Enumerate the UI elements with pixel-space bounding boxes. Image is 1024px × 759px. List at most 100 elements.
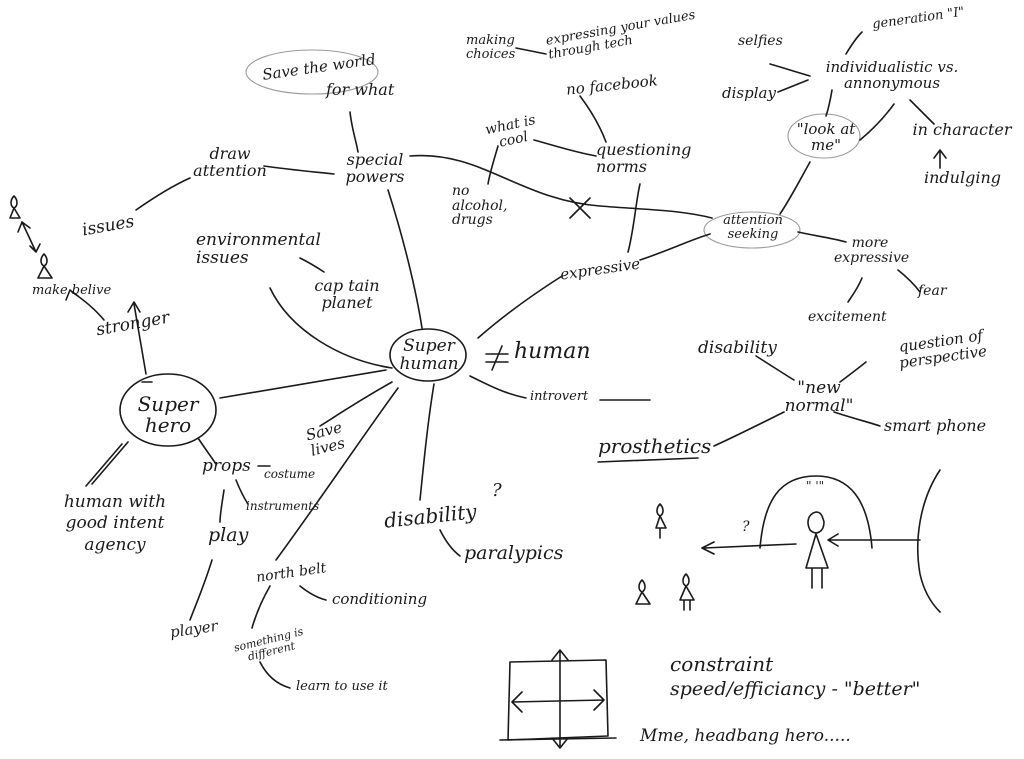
line-superhuman-disability: [419, 383, 435, 501]
node-environmental-issues: environmental issues: [196, 230, 321, 268]
figure-left-2: [635, 579, 651, 605]
node-play: play: [208, 524, 249, 546]
node-instruments: instruments: [246, 499, 320, 513]
line-disability-newnormal: [755, 355, 795, 381]
node-smartphone: smart phone: [884, 416, 987, 435]
node-question-mark: ?: [492, 480, 502, 501]
sketch-quotes: " '": [806, 479, 825, 493]
double-line-hero-human: [85, 441, 129, 487]
line-northbelt-something: [251, 585, 271, 629]
line-anon-lookatme: [859, 103, 895, 141]
node-human: human: [514, 339, 591, 364]
line-perspective-newnormal: [839, 361, 867, 383]
node-for-what: for what: [326, 80, 395, 99]
line-facebook-norms: [579, 95, 607, 143]
node-indulging: indulging: [924, 168, 1001, 187]
figure-left-1: [655, 503, 667, 539]
node-more-expressive: more expressive: [834, 235, 910, 266]
line-issues-draw: [135, 177, 191, 211]
line-norms-expressive: [627, 183, 641, 253]
line-ind-lookatme: [825, 89, 833, 117]
node-selfies: selfies: [738, 33, 783, 49]
line-something-learn: [259, 661, 291, 689]
node-fear: fear: [918, 283, 947, 299]
line-more-excitement: [847, 277, 863, 303]
line-hero-props: [197, 437, 217, 465]
sketch-arrow-out: [701, 541, 797, 555]
underline-prosthetics: [597, 457, 699, 463]
arrowhead-make: [65, 289, 79, 301]
node-no-alcohol-drugs: no alcohol, drugs: [452, 183, 508, 229]
figure-small-1: [9, 195, 21, 219]
line-superhuman-northbelt: [275, 387, 399, 561]
sketch-curve-right: [917, 469, 941, 613]
line-attention-more: [797, 231, 847, 243]
line-choices-values: [515, 47, 547, 55]
node-questioning-norms: questioning norms: [596, 140, 692, 176]
line-disability-paralympics: [439, 529, 461, 557]
node-paralympics: paralypics: [464, 542, 564, 564]
line-display-ind: [777, 79, 809, 93]
node-conditioning: conditioning: [332, 590, 428, 608]
ellipse-save-the-world: [245, 49, 379, 95]
line-cool-norms: [533, 139, 597, 157]
sketch-arrow-in: [827, 533, 921, 547]
line-draw-special: [263, 165, 335, 175]
node-in-character: in character: [912, 120, 1012, 139]
line-hero-superhuman: [219, 369, 387, 399]
line-cool-alcohol: [487, 145, 499, 185]
node-display: display: [722, 84, 776, 102]
line-newnormal-prosthetics: [713, 411, 785, 447]
arrow-hero-stronger: [133, 303, 147, 375]
note-speed-efficiency: speed/efficiancy - "better": [670, 678, 921, 700]
line-superhuman-introvert: [469, 375, 527, 399]
line-special-superhuman: [387, 189, 423, 329]
figure-small-2: [37, 253, 53, 279]
node-new-normal: "new normal": [784, 378, 854, 416]
not-equal-sign: [485, 345, 509, 371]
node-super-human: Super human: [399, 336, 459, 374]
node-props: props: [202, 456, 251, 476]
node-super-hero: Super hero: [137, 392, 199, 437]
ellipse-super-human: [389, 328, 467, 382]
node-human-good-intent: human with good intent agency: [63, 492, 167, 555]
line-env-captain: [299, 257, 325, 273]
line-anon-character: [909, 99, 935, 125]
line-play-player: [189, 559, 213, 621]
line-props-play: [219, 489, 225, 523]
line-selfies-ind: [769, 63, 811, 77]
line-env-superhuman: [269, 287, 393, 369]
constraint-box: [507, 659, 609, 741]
node-attention-seeking: attention seeking: [723, 213, 783, 242]
node-introvert: introvert: [530, 389, 589, 404]
arrow-indulging-character: [933, 149, 947, 169]
node-captain-planet: cap tain planet: [314, 276, 380, 312]
note-headbang-hero: Mme, headbang hero.....: [640, 726, 851, 746]
arrowhead-stronger: [127, 301, 141, 313]
line-northbelt-conditioning: [299, 585, 327, 601]
line-props-instruments: [235, 479, 249, 505]
line-attention-lookatme: [779, 161, 811, 215]
note-constraint: constraint: [670, 652, 774, 676]
figure-center: [805, 511, 829, 589]
node-learn-to-use: learn to use it: [296, 679, 388, 694]
sketch-dome: [759, 475, 873, 549]
node-prosthetics: prosthetics: [598, 434, 712, 458]
arrow-figures: [17, 221, 41, 253]
line-newnormal-smartphone: [833, 411, 881, 427]
line-expressive-attention: [639, 233, 711, 261]
node-excitement: excitement: [808, 309, 887, 325]
node-costume: costume: [264, 467, 316, 481]
line-superhuman-expressive: [477, 275, 563, 339]
node-look-at-me: "look at me": [796, 120, 856, 154]
line-forwhat-special: [349, 111, 359, 153]
node-make-believe: make belive: [32, 283, 112, 298]
node-individualistic: individualistic vs. annonymous: [825, 58, 959, 92]
ellipse-super-hero: [119, 373, 217, 447]
line-superhuman-savelives: [319, 381, 393, 427]
line-gen-ind: [845, 31, 863, 55]
node-draw-attention: draw attention: [193, 144, 267, 180]
figure-left-3: [679, 573, 695, 611]
